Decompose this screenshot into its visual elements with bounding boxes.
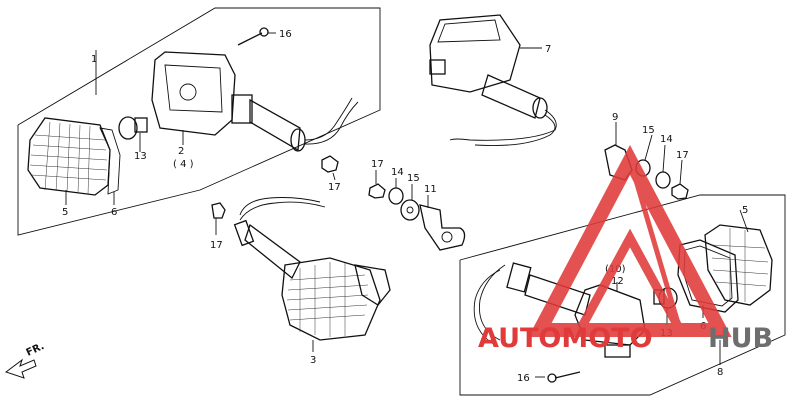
assembly-outline-right <box>459 194 786 396</box>
housing-left <box>151 51 359 152</box>
label-part-17-center: 17 <box>371 159 384 170</box>
label-part-5-left: 5 <box>62 207 68 218</box>
watermark-text-automoto: AUTOMOTO <box>478 323 653 354</box>
front-direction-arrow: FR. <box>4 341 46 379</box>
turn-signal-lower-left <box>211 197 391 341</box>
label-part-13-left: 13 <box>134 151 147 162</box>
front-direction-label: FR. <box>25 341 46 359</box>
label-part-5-right: 5 <box>742 205 748 216</box>
assembly-outline-left <box>17 7 381 236</box>
label-part-2: 2 <box>178 146 184 157</box>
label-part-16-bottom: 16 <box>517 373 530 384</box>
label-part-15-right: 15 <box>642 125 655 136</box>
label-part-17-right: 17 <box>676 150 689 161</box>
turn-signal-top-right <box>429 14 557 146</box>
screw-top <box>237 27 269 46</box>
label-part-17-lower: 17 <box>210 240 223 251</box>
label-part-16-top: 16 <box>279 29 292 40</box>
label-part-4: ( 4 ) <box>173 159 194 170</box>
label-part-1: 1 <box>91 54 97 65</box>
label-part-14-right: 14 <box>660 134 673 145</box>
label-part-17-left: 17 <box>328 182 341 193</box>
label-part-8: 8 <box>717 367 723 378</box>
label-part-14-center: 14 <box>391 167 404 178</box>
watermark-text-hub: HUB <box>708 323 773 354</box>
label-part-12: 12 <box>611 276 624 287</box>
nut-left <box>321 155 339 173</box>
label-part-11: 11 <box>424 184 437 195</box>
label-part-6-left: 6 <box>111 207 117 218</box>
label-part-3: 3 <box>310 355 316 366</box>
washer-set-center <box>368 183 466 251</box>
bulb-left <box>118 116 148 148</box>
lens-left <box>27 117 111 196</box>
screw-bottom <box>547 371 581 383</box>
gasket-left <box>99 127 121 195</box>
label-part-9: 9 <box>612 112 618 123</box>
lens-right <box>704 224 773 306</box>
watermark-logo-icon <box>528 145 732 337</box>
label-part-7: 7 <box>545 44 551 55</box>
leader-lines <box>65 32 749 378</box>
label-part-15-center: 15 <box>407 173 420 184</box>
